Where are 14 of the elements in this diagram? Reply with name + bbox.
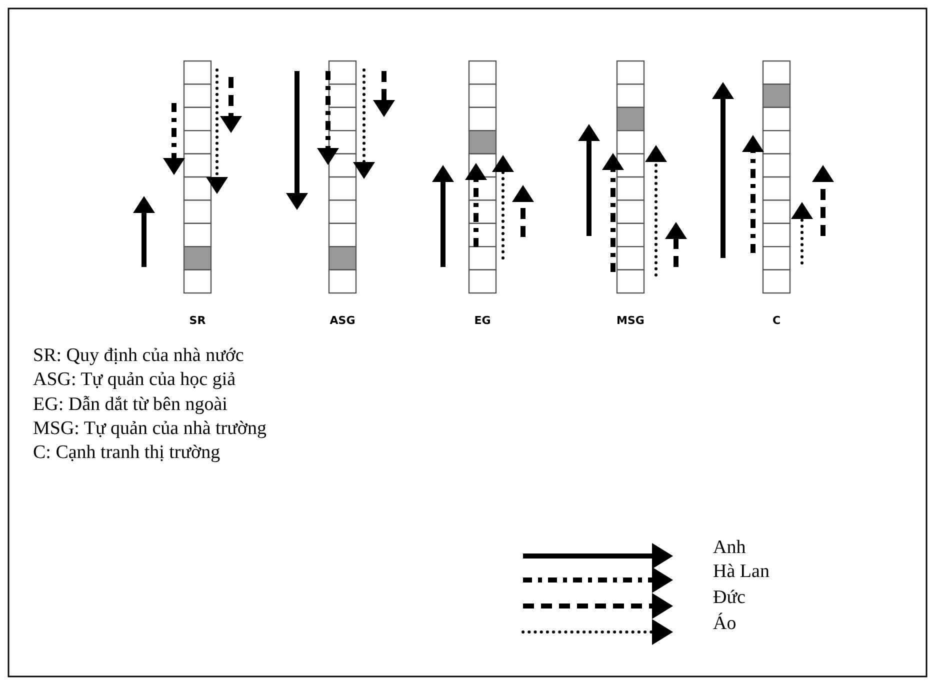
abbreviation-note: ASG: Tự quản của học giả bbox=[33, 369, 236, 392]
abbreviation-note: EG: Dẫn dắt từ bên ngoài bbox=[33, 394, 228, 416]
legend-label: Đức bbox=[713, 587, 746, 609]
abbreviation-note: MSG: Tự quản của nhà trường bbox=[33, 418, 266, 440]
legend-label: Anh bbox=[713, 537, 746, 559]
column-label: EG bbox=[474, 314, 491, 327]
legend-label: Hà Lan bbox=[713, 561, 770, 583]
legend-label: Áo bbox=[713, 613, 736, 635]
column-label: C bbox=[772, 314, 781, 327]
column-label: SR bbox=[189, 314, 206, 327]
column-label: MSG bbox=[616, 314, 644, 327]
abbreviation-note: SR: Quy định của nhà nước bbox=[33, 345, 244, 367]
abbreviation-note: C: Cạnh tranh thị trường bbox=[33, 442, 220, 464]
column-label: ASG bbox=[330, 314, 356, 327]
